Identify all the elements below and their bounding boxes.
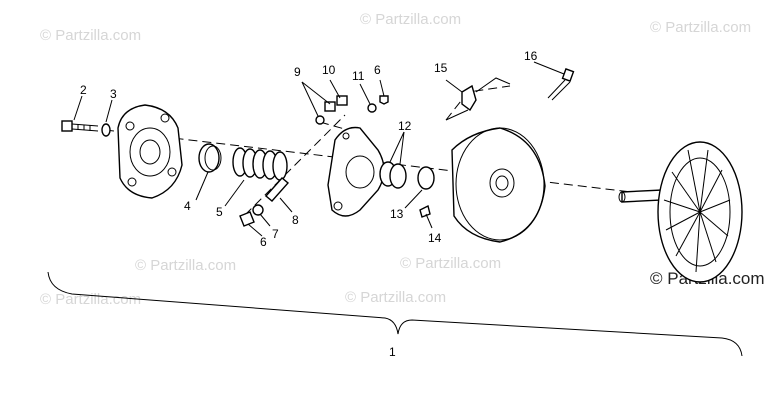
fixed-sheave-part [618,141,743,283]
callout-5: 5 [216,205,223,219]
watermark-text: © Partzilla.com [40,27,141,44]
callout-14: 14 [428,231,442,245]
cap-part [239,211,255,227]
callout-16: 16 [524,49,538,63]
washer-part [101,123,111,137]
watermark-text: © Partzilla.com [135,257,236,274]
callout-11: 11 [352,69,365,83]
watermark-text: © Partzilla.com [345,289,446,306]
callout-13: 13 [390,207,404,221]
bolt-part [547,68,575,101]
weight-part [445,77,511,121]
assembly-bracket [47,271,743,357]
callout-4: 4 [184,199,191,213]
callout-6: 6 [374,63,381,77]
watermark-text: © Partzilla.com [650,19,751,36]
ring-part [198,143,222,173]
callout-1: 1 [389,345,396,359]
bushing-part [417,166,435,190]
spider-arm-part [327,126,385,217]
spring-part [232,147,288,181]
callout-2: 2 [80,83,87,97]
watermark-text: © Partzilla.com [400,255,501,272]
hardware-cluster [315,95,389,125]
callout-12: 12 [398,119,412,133]
callout-9: 9 [294,65,301,79]
roller-part [379,161,407,189]
callout-3: 3 [110,87,117,101]
callout-labels: 1 2 3 4 5 6 6 7 8 9 10 11 12 13 14 15 16 [80,49,538,359]
callout-15: 15 [434,61,448,75]
pin-part [264,177,290,202]
leader-lines [73,61,565,237]
sheave-part [451,127,546,243]
callout-10: 10 [322,63,336,77]
bolt-part [61,120,99,132]
screw-part [419,204,431,218]
watermark-text: © Partzilla.com [360,11,461,28]
nut-part [252,204,264,216]
cover-plate-part [117,104,183,199]
callout-7: 7 [272,227,279,241]
watermark-text: © Partzilla.com [40,291,141,308]
callout-8: 8 [292,213,299,227]
callout-6: 6 [260,235,267,249]
watermark-layer: © Partzilla.com © Partzilla.com © Partzi… [40,11,765,308]
